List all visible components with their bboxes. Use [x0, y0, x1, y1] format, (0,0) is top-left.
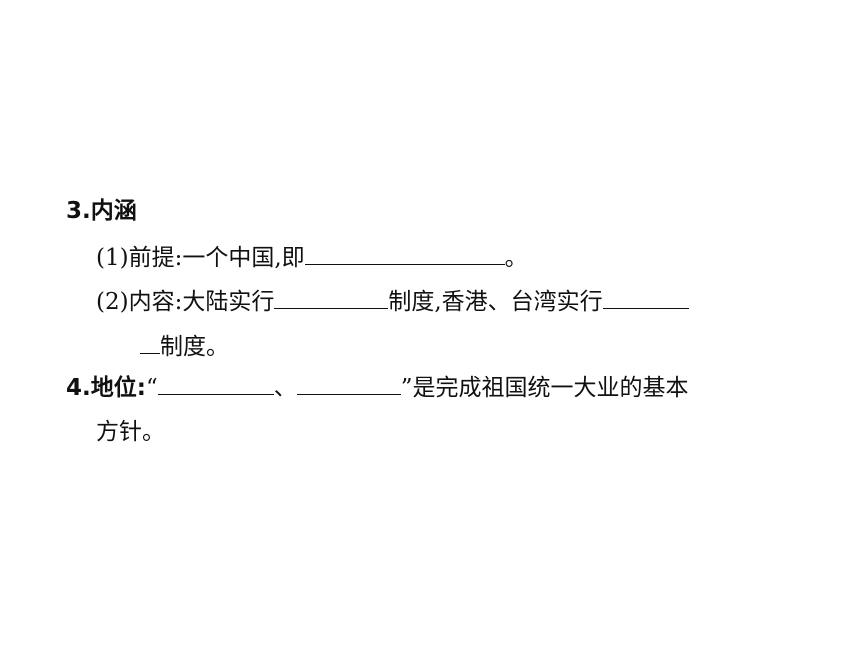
section-4-label: 4.地位: [66, 375, 146, 401]
close-text: ”是完成祖国统一大业的基本 [400, 375, 689, 401]
section-3-item-1: (1)前提:一个中国,即 。 [96, 242, 528, 273]
item-2-prefix: (2)内容:大陆实行 [96, 289, 275, 315]
blank-mainland-system[interactable] [274, 286, 389, 309]
item-2-continuation: 制度。 [160, 334, 229, 360]
blank-one-china[interactable] [304, 242, 505, 265]
blank-policy-one[interactable] [157, 372, 274, 395]
section-4-continuation: 方针。 [96, 419, 165, 445]
section-4-line: 4.地位:“ 、 ”是完成祖国统一大业的基本 [66, 372, 688, 403]
section-3-heading: 3.内涵 [66, 196, 137, 226]
section-3-item-2-continued: 制度。 [140, 331, 229, 362]
blank-hk-taiwan-system[interactable] [602, 286, 689, 309]
heading-text: 3.内涵 [66, 198, 137, 224]
blank-policy-two[interactable] [296, 372, 401, 395]
separator: 、 [273, 375, 297, 401]
blank-hk-taiwan-system-cont[interactable] [140, 331, 160, 354]
section-4-continued: 方针。 [96, 417, 165, 447]
section-3-item-2: (2)内容:大陆实行 制度,香港、台湾实行 [96, 286, 689, 317]
open-quote: “ [145, 375, 158, 401]
item-2-middle: 制度,香港、台湾实行 [388, 289, 603, 315]
item-1-prefix: (1)前提:一个中国,即 [96, 245, 305, 271]
item-1-suffix: 。 [504, 245, 528, 271]
